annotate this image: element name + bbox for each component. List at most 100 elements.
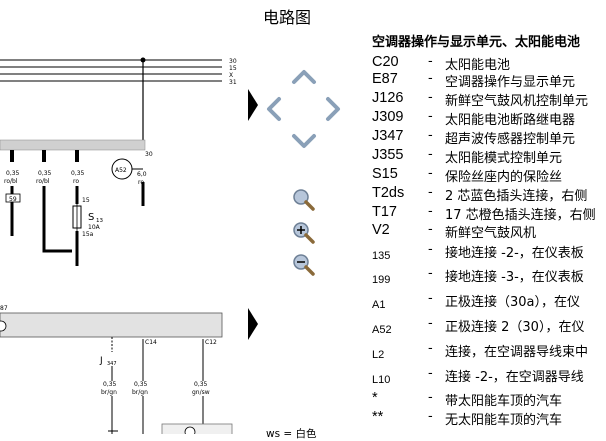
legend-dash: - (428, 266, 433, 281)
legend-code: * (372, 390, 378, 406)
component-band (0, 139, 146, 151)
page-next-arrow-2-icon[interactable] (246, 306, 260, 342)
legend-code: T2ds (372, 185, 405, 201)
section-87-label: 87 (0, 305, 8, 312)
legend-dash: - (428, 409, 433, 424)
lower-wire-size-2: 0,35 (134, 381, 148, 388)
legend-description: 新鲜空气鼓风机控制单元 (445, 94, 589, 109)
legend-code: 135 (372, 250, 391, 262)
legend-dash: - (428, 291, 433, 306)
legend-description: 超声波传感器控制单元 (445, 132, 576, 147)
lower-wire-size-1: 0,35 (103, 381, 117, 388)
legend-description: 带太阳能车顶的汽车 (445, 394, 563, 409)
lower-wire-size-3: 0,35 (194, 381, 208, 388)
wire-30-terminal: 30 (145, 151, 153, 158)
legend-code: T17 (372, 204, 397, 220)
legend-code: J347 (372, 128, 404, 144)
pins (10, 150, 79, 162)
legend-dash: - (428, 166, 433, 181)
fuse-terminal-bottom: 15a (82, 231, 94, 238)
j347-sub: 347 (107, 361, 117, 367)
legend-code: L10 (372, 374, 391, 386)
bus-label-15: 15 (229, 65, 237, 72)
circuit-diagram[interactable]: 30 15 X 31 30 0,35 ro/bl 0,35 ro/bl 0,35… (0, 36, 248, 434)
pan-right-icon[interactable] (324, 96, 342, 122)
fuse-terminal-top: 15 (82, 197, 90, 204)
connector-59-label: 59 (9, 196, 17, 203)
legend-dash: - (428, 222, 433, 237)
legend-description: 太阳能电池 (445, 58, 511, 73)
pan-left-icon[interactable] (265, 96, 283, 122)
wire-60-color: ro (138, 179, 144, 186)
legend-description: 无太阳能车顶的汽车 (445, 413, 563, 428)
legend-description: 正极连接 2（30），在仪 (445, 320, 585, 335)
pan-up-icon[interactable] (291, 68, 317, 86)
legend-code: J126 (372, 90, 404, 106)
legend-code: A1 (372, 299, 386, 311)
legend-dash: - (428, 109, 433, 124)
legend-dash: - (428, 204, 433, 219)
a52-label: A52 (115, 167, 127, 174)
bus-label-x: X (229, 72, 233, 79)
bus-label-30: 30 (229, 58, 237, 65)
page-next-arrow-icon[interactable] (246, 87, 260, 123)
fuse-name: S (88, 212, 94, 223)
legend-dash: - (428, 128, 433, 143)
legend-code: E87 (372, 71, 398, 87)
legend-code: J309 (372, 109, 404, 125)
wire-color-2: ro/bl (36, 178, 50, 185)
legend-description: 太阳能电池断路继电器 (445, 113, 576, 128)
legend-dash: - (428, 185, 433, 200)
connector-59 (5, 193, 21, 203)
pan-down-icon[interactable] (291, 132, 317, 150)
legend-dash: - (428, 316, 433, 331)
unit-symbol (0, 320, 7, 332)
wire-60-size: 6,0 (137, 171, 147, 178)
lower-wire-color-3: gn/sw (192, 389, 210, 396)
legend-code: V2 (372, 222, 390, 238)
legend-description: 连接 -2-，在空调器导线 (445, 370, 584, 385)
legend-dash: - (428, 54, 433, 69)
zoom-out-icon[interactable] (292, 253, 316, 277)
control-unit-e87 (0, 312, 223, 338)
navigation-panel (252, 60, 362, 434)
fuse-rating: 10A (88, 224, 101, 231)
legend-dash: - (428, 341, 433, 356)
legend-code: ** (372, 409, 384, 425)
legend-code: 199 (372, 274, 391, 286)
zoom-in-icon[interactable] (292, 221, 316, 245)
connector-c12: C12 (205, 339, 217, 346)
legend-title: 空调器操作与显示单元、太阳能电池 (372, 35, 581, 50)
legend-description: 空调器操作与显示单元 (445, 75, 576, 90)
bottom-symbol (184, 426, 196, 434)
bottom-component (161, 423, 233, 434)
legend-description: 正极连接（30a），在仪 (445, 295, 581, 310)
page-title: 电路图 (263, 8, 312, 27)
legend-dash: - (428, 147, 433, 162)
bus-label-31: 31 (229, 79, 237, 86)
wire-color-3: ro (73, 178, 79, 185)
legend-code: L2 (372, 349, 385, 361)
legend-dash: - (428, 242, 433, 257)
wire-color-1: ro/bl (4, 178, 18, 185)
connector-c14: C14 (145, 339, 157, 346)
legend-description: 接地连接 -2-，在仪表板 (445, 246, 584, 261)
legend-code: J355 (372, 147, 404, 163)
legend-dash: - (428, 90, 433, 105)
legend-dash: - (428, 366, 433, 381)
j347-name: J (99, 356, 103, 366)
legend-description: 太阳能模式控制单元 (445, 151, 563, 166)
wire-size-1: 0,35 (6, 170, 20, 177)
lower-wire-paths (111, 339, 204, 434)
fuse-sub: 13 (96, 218, 103, 224)
magnifier-icon[interactable] (292, 188, 316, 212)
legend-description: 保险丝座内的保险丝 (445, 170, 563, 185)
legend-dash: - (428, 390, 433, 405)
legend-dash: - (428, 71, 433, 86)
bus-lines (0, 59, 222, 82)
wire-size-2: 0,35 (38, 170, 52, 177)
lower-wire-color-1: br/gn (101, 389, 117, 396)
legend-description: 新鲜空气鼓风机 (445, 226, 537, 241)
legend-description: 接地连接 -3-，在仪表板 (445, 270, 584, 285)
